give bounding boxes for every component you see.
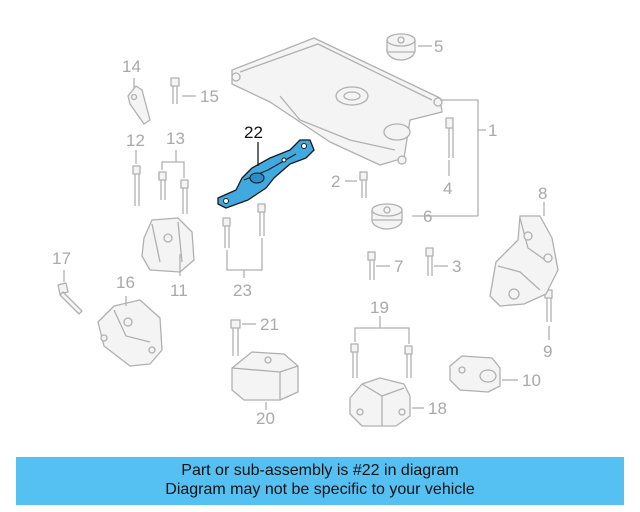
callout-12: 12	[126, 131, 145, 150]
bolt-21	[230, 319, 241, 356]
bolt-23a	[222, 217, 231, 248]
callout-3: 3	[452, 257, 461, 276]
callout-9: 9	[543, 342, 552, 361]
bolt-13a	[158, 171, 167, 200]
callout-1: 1	[488, 121, 497, 140]
callout-21: 21	[260, 315, 279, 334]
small-bracket-14	[127, 85, 151, 125]
callout-labels: 1 2 3 4 5 6 7 8 9 10 11 12 13 14 15 16 1…	[52, 37, 552, 428]
callout-18: 18	[428, 399, 447, 418]
callout-7: 7	[394, 257, 403, 276]
engine-mount-11	[141, 217, 195, 273]
callout-2: 2	[331, 172, 340, 191]
parts-diagram: 1 2 3 4 5 6 7 8 9 10 11 12 13 14 15 16 1…	[52, 33, 559, 428]
bolt-13b	[180, 179, 189, 214]
bolt-9	[544, 289, 553, 322]
bolt-19b	[404, 345, 413, 378]
callout-20: 20	[256, 409, 275, 428]
callout-5: 5	[434, 37, 443, 56]
bolt-15	[170, 77, 180, 104]
bolt-23b	[257, 203, 266, 236]
round-mount-6	[371, 203, 403, 230]
callout-4: 4	[443, 179, 452, 198]
bolt-3	[425, 247, 434, 276]
callout-19: 19	[370, 298, 389, 317]
round-mount-5	[386, 33, 416, 61]
banner-line-1: Part or sub-assembly is #22 in diagram	[181, 462, 459, 479]
bolt-17	[57, 282, 83, 315]
callout-10: 10	[522, 371, 541, 390]
mount-18	[349, 377, 411, 427]
highlighted-part-22	[217, 139, 315, 209]
callout-14: 14	[122, 57, 141, 76]
callout-6: 6	[423, 207, 432, 226]
info-banner: Part or sub-assembly is #22 in diagram D…	[16, 457, 624, 505]
callout-17: 17	[52, 249, 71, 268]
bolt-2	[359, 171, 368, 198]
callout-22: 22	[244, 123, 263, 142]
bolt-12	[132, 165, 141, 206]
bolt-4	[445, 117, 454, 158]
bracket-8	[489, 215, 559, 307]
bracket-16	[97, 299, 163, 367]
callout-13: 13	[166, 129, 185, 148]
mount-10	[449, 355, 501, 393]
callout-23: 23	[233, 281, 252, 300]
bolt-19a	[350, 343, 359, 378]
bolt-7	[367, 251, 376, 280]
callout-8: 8	[538, 184, 547, 203]
banner-line-2: Diagram may not be specific to your vehi…	[165, 481, 475, 498]
mount-20	[231, 351, 299, 401]
callout-11: 11	[170, 281, 188, 300]
callout-15: 15	[200, 87, 219, 106]
callout-16: 16	[116, 273, 135, 292]
subframe	[231, 37, 443, 166]
leader-lines	[63, 45, 550, 410]
